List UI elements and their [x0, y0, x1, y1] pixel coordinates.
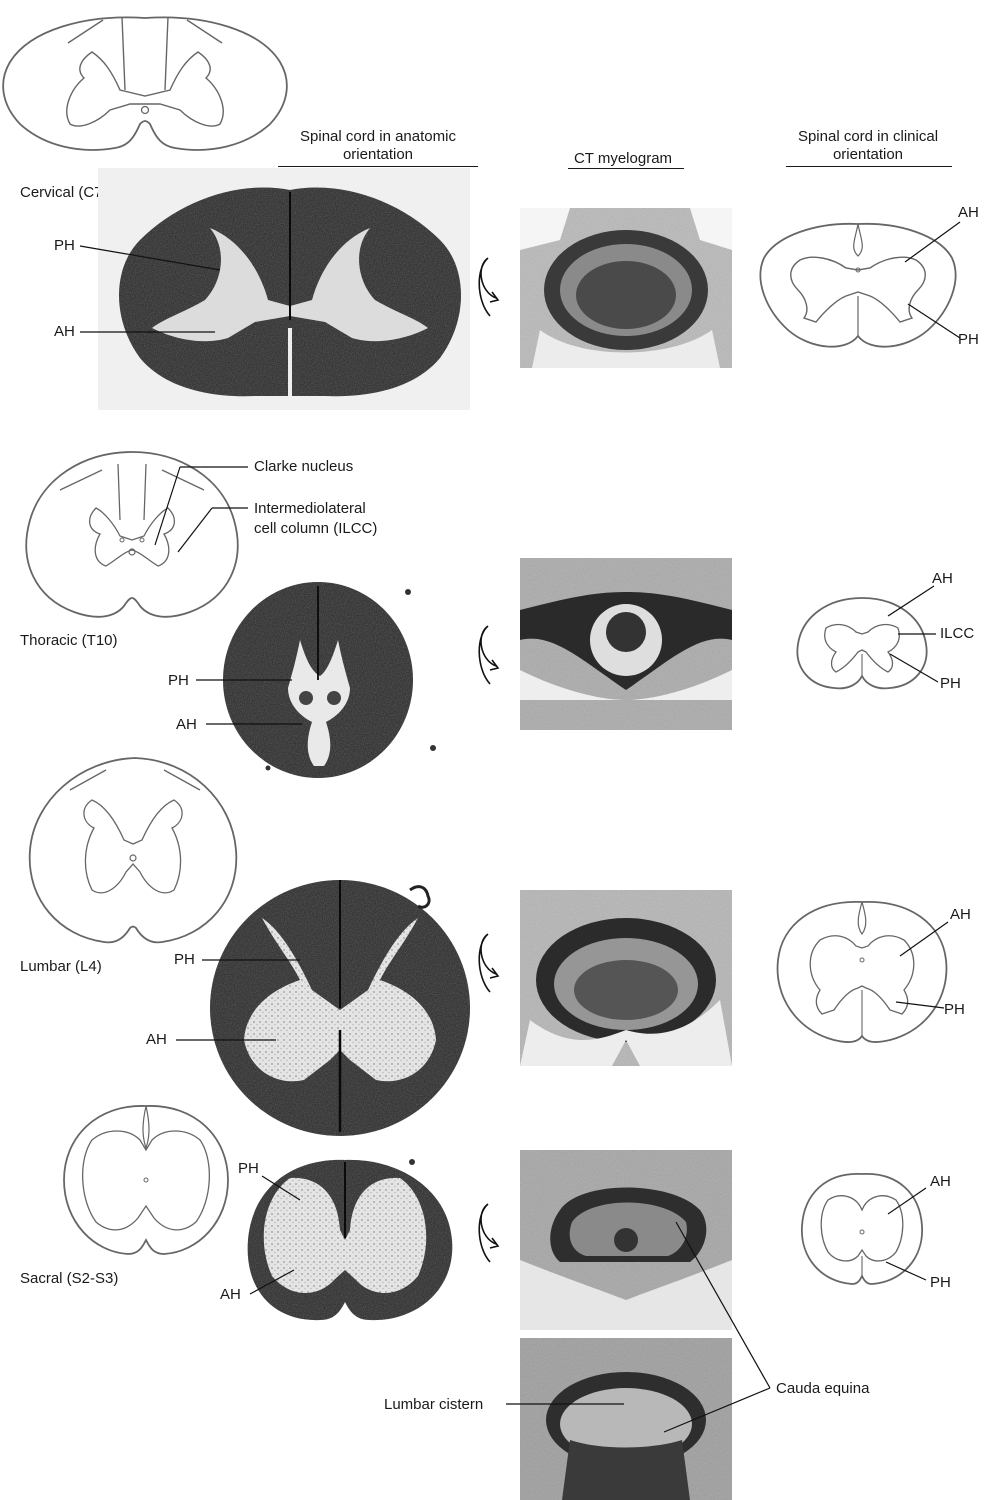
sacral-ah-leader	[249, 1269, 295, 1295]
lumbar-clin-ph-leader	[895, 1001, 945, 1009]
lumbar-ph-label: PH	[174, 951, 195, 968]
lumbar-histology	[210, 880, 470, 1136]
cervical-clin-ph-leader	[907, 303, 961, 339]
thoracic-ah-label: AH	[176, 716, 197, 733]
lumbar-clin-ah-leader	[899, 921, 949, 957]
lumbar-rotate-icon	[478, 933, 500, 993]
sacral-ph-label: PH	[238, 1160, 259, 1177]
cervical-clin-ah-leader	[904, 221, 961, 263]
header-anatomic: Spinal cord in anatomic orientation	[278, 128, 478, 164]
sacral-clin-ph-leader	[885, 1261, 927, 1281]
header-anatomic-text: Spinal cord in anatomic orientation	[300, 128, 456, 163]
thoracic-clin-ah-label: AH	[932, 570, 953, 587]
thoracic-ct-image	[520, 558, 732, 730]
thoracic-clinical-schematic	[796, 597, 928, 690]
header-clinical-text: Spinal cord in clinical orientation	[797, 128, 939, 163]
ilcc-label-line1: Intermediolateral	[254, 500, 366, 517]
cervical-clinical-schematic	[759, 222, 957, 348]
lumbar-schematic	[28, 757, 238, 944]
thoracic-clin-ah-leader	[887, 585, 935, 617]
header-ct-text: CT myelogram	[573, 150, 673, 167]
cervical-histology	[98, 168, 470, 410]
sacral-ct-image-2	[520, 1338, 732, 1500]
sacral-rotate-icon	[478, 1203, 500, 1263]
cauda-leader-1	[675, 1221, 771, 1389]
lumbar-clinical-schematic	[776, 901, 948, 1043]
header-clinical-underline	[786, 166, 952, 167]
cervical-rotate-icon	[478, 257, 500, 317]
sacral-clin-ph-label: PH	[930, 1274, 951, 1291]
ilcc-label-line2: cell column (ILCC)	[254, 520, 378, 537]
thoracic-ph-label: PH	[168, 672, 189, 689]
level-lumbar-label: Lumbar (L4)	[20, 958, 102, 975]
cervical-ph-leader	[79, 245, 221, 271]
cervical-clin-ph-label: PH	[958, 331, 979, 348]
ilcc-leader-2	[177, 507, 213, 553]
thoracic-clin-ph-label: PH	[940, 675, 961, 692]
thoracic-rotate-icon	[478, 625, 500, 685]
cauda-leader-2	[663, 1387, 771, 1433]
header-clinical: Spinal cord in clinical orientation	[778, 128, 958, 164]
sacral-clinical-schematic	[801, 1173, 923, 1285]
thoracic-histology	[223, 582, 436, 778]
header-ct-underline	[568, 168, 684, 169]
sacral-ct-image	[520, 1150, 732, 1330]
level-sacral-label: Sacral (S2-S3)	[20, 1270, 119, 1287]
lumbar-ct-image	[520, 890, 732, 1066]
sacral-histology	[247, 1159, 453, 1321]
sacral-ph-leader	[261, 1175, 301, 1201]
cervical-schematic	[2, 16, 288, 151]
level-thoracic-label: Thoracic (T10)	[20, 632, 118, 649]
sacral-schematic	[63, 1105, 229, 1255]
thoracic-clin-ilcc-label: ILCC	[940, 625, 975, 642]
lumbar-clin-ph-label: PH	[944, 1001, 965, 1018]
cervical-ph-label: PH	[54, 237, 75, 254]
cervical-ct-image	[520, 208, 732, 368]
clarke-leader-2	[154, 466, 181, 546]
sacral-clin-ah-label: AH	[930, 1173, 951, 1190]
cauda-equina-label: Cauda equina	[776, 1380, 870, 1397]
header-anatomic-underline	[278, 166, 478, 167]
cervical-clin-ah-label: AH	[958, 204, 979, 221]
sacral-clin-ah-leader	[887, 1187, 927, 1215]
header-ct: CT myelogram	[548, 150, 698, 168]
thoracic-clin-ph-leader	[889, 653, 939, 683]
cervical-ah-label: AH	[54, 323, 75, 340]
clarke-label: Clarke nucleus	[254, 458, 354, 475]
lumbar-ah-label: AH	[146, 1031, 167, 1048]
lumbar-cistern-label: Lumbar cistern	[384, 1396, 484, 1413]
sacral-ah-label: AH	[220, 1286, 241, 1303]
thoracic-schematic	[25, 451, 239, 618]
lumbar-clin-ah-label: AH	[950, 906, 971, 923]
